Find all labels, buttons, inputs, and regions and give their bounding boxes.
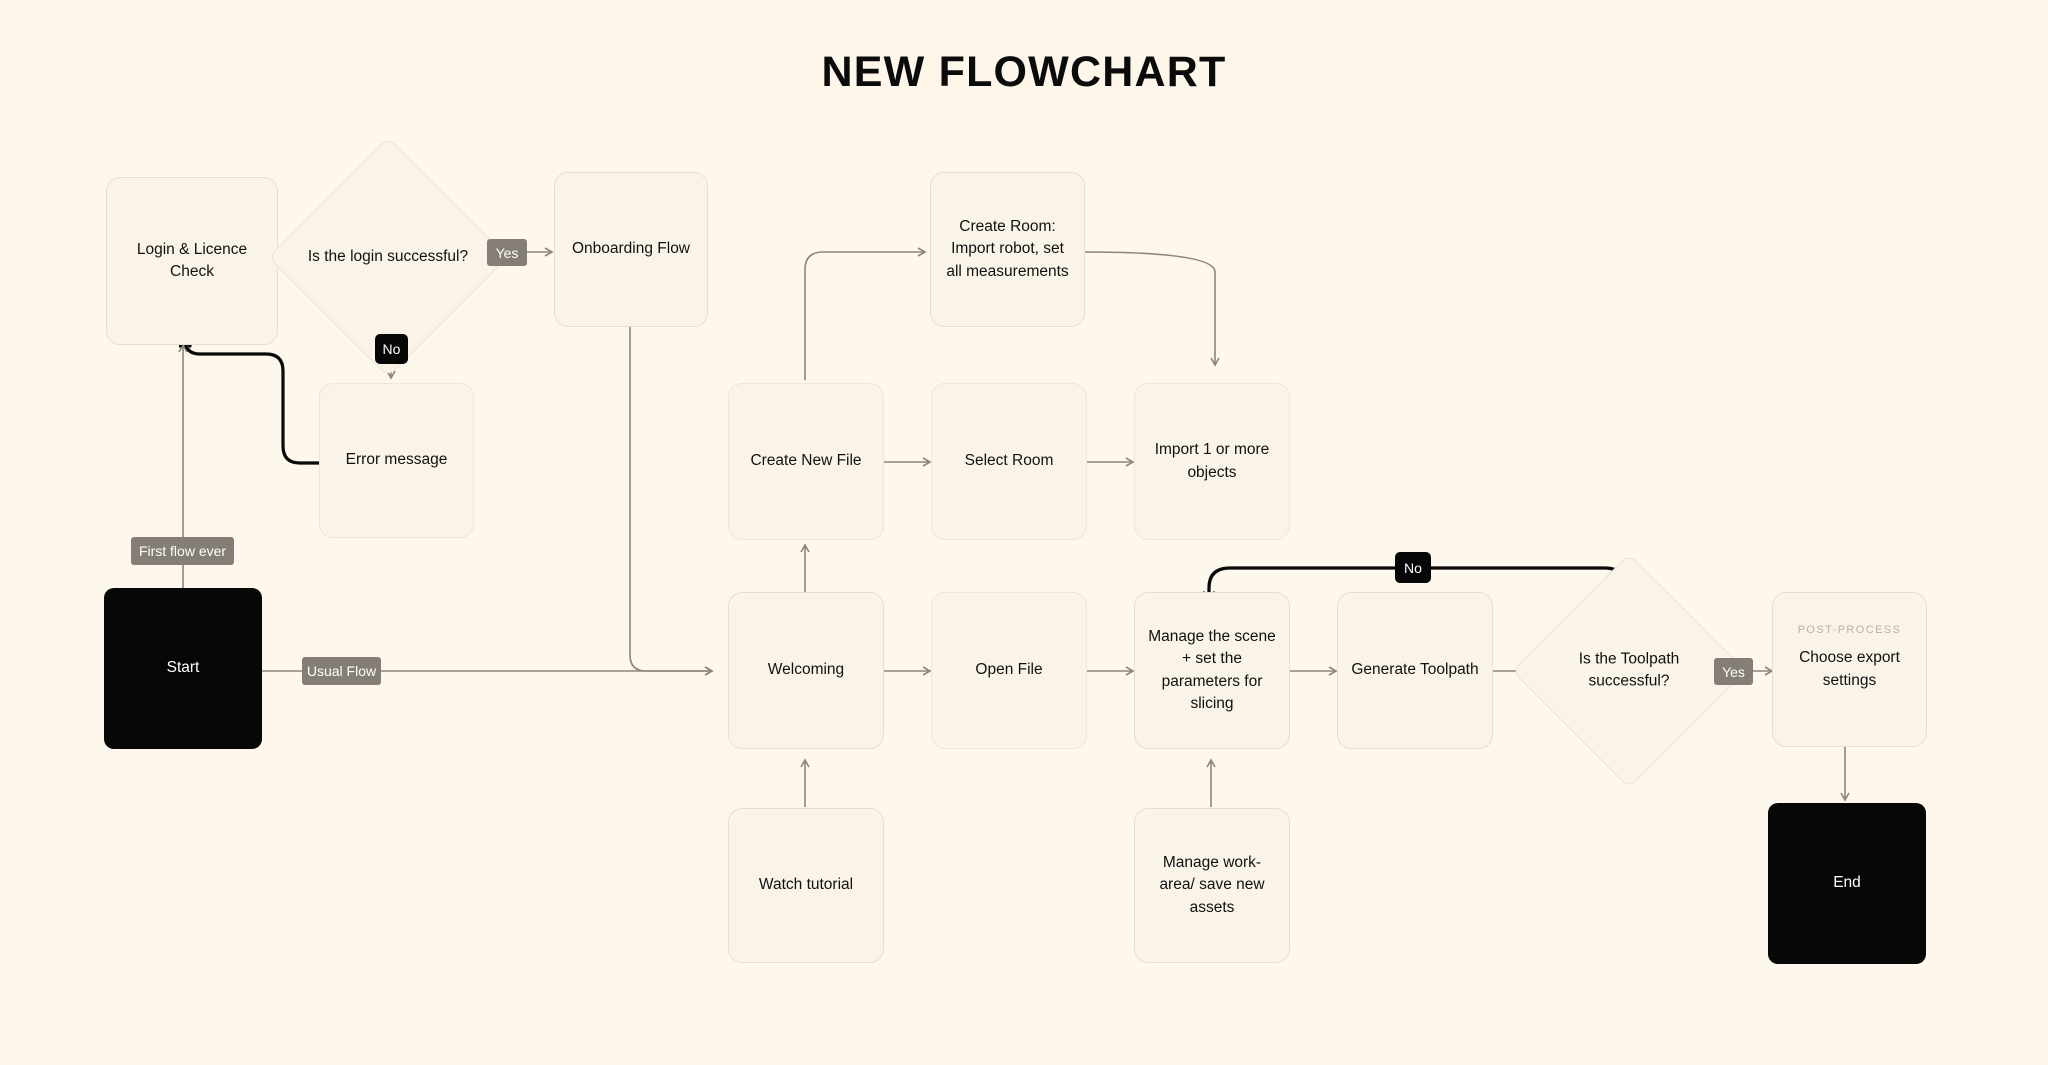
edge-label-login-yes: Yes	[487, 239, 527, 266]
node-manage-scene[interactable]: Manage the scene + set the parameters fo…	[1134, 592, 1290, 749]
node-open-file[interactable]: Open File	[931, 592, 1087, 749]
badge-text: No	[1404, 559, 1422, 576]
node-import-objects[interactable]: Import 1 or more objects	[1134, 383, 1290, 540]
node-label: Is the login successful?	[307, 247, 469, 265]
edge-label-login-no: No	[375, 334, 408, 364]
node-onboarding-flow[interactable]: Onboarding Flow	[554, 172, 708, 327]
node-watch-tutorial[interactable]: Watch tutorial	[728, 808, 884, 963]
page-title: NEW FLOWCHART	[821, 48, 1227, 96]
badge-text: Usual Flow	[306, 663, 377, 679]
node-label: Generate Toolpath	[1351, 661, 1479, 679]
node-end[interactable]: End	[1768, 803, 1926, 964]
node-label: Select Room	[964, 452, 1054, 470]
node-manage-work-area[interactable]: Manage work-area/ save new assets	[1134, 808, 1290, 963]
node-label: Choose export settings	[1799, 649, 1900, 689]
edge-label-toolpath-no: No	[1395, 552, 1431, 583]
node-label: Open File	[975, 661, 1043, 679]
badge-text: Yes	[495, 244, 519, 261]
node-select-room[interactable]: Select Room	[931, 383, 1087, 540]
node-eyebrow-label: POST-PROCESS	[1797, 624, 1902, 636]
node-label: Manage work-area/ save new assets	[1159, 854, 1265, 916]
node-create-new-file[interactable]: Create New File	[728, 383, 884, 540]
node-label: Import 1 or more objects	[1154, 441, 1270, 481]
node-login-licence-check[interactable]: Login & Licence Check	[106, 177, 278, 345]
edge-label-first-flow-ever: First flow ever	[131, 537, 234, 565]
node-welcoming[interactable]: Welcoming	[728, 592, 884, 749]
node-login-decision[interactable]: Is the login successful?	[267, 136, 509, 378]
node-label: Welcoming	[767, 661, 845, 679]
node-error-message[interactable]: Error message	[319, 383, 474, 538]
badge-text: First flow ever	[138, 543, 227, 559]
node-toolpath-decision[interactable]: Is the Toolpath successful?	[1511, 553, 1747, 789]
edge-label-toolpath-yes: Yes	[1714, 658, 1753, 685]
node-label: Onboarding Flow	[571, 240, 691, 258]
node-label: Login & Licence Check	[136, 240, 248, 280]
node-label: Manage the scene + set the parameters fo…	[1148, 627, 1276, 712]
node-choose-export-settings[interactable]: POST-PROCESS Choose export settings	[1772, 592, 1927, 747]
edge-label-usual-flow: Usual Flow	[302, 657, 381, 685]
node-label: Start	[166, 659, 200, 677]
node-create-room[interactable]: Create Room: Import robot, set all measu…	[930, 172, 1085, 327]
node-label: Watch tutorial	[758, 876, 854, 894]
node-start[interactable]: Start	[104, 588, 262, 749]
node-label: End	[1833, 874, 1861, 892]
node-label: Error message	[345, 451, 448, 469]
node-generate-toolpath[interactable]: Generate Toolpath	[1337, 592, 1493, 749]
node-label: Create Room: Import robot, set all measu…	[946, 218, 1069, 280]
node-label: Create New File	[750, 452, 862, 470]
badge-text: Yes	[1722, 663, 1745, 680]
node-label: Is the Toolpath successful?	[1578, 650, 1680, 690]
badge-text: No	[382, 341, 401, 357]
